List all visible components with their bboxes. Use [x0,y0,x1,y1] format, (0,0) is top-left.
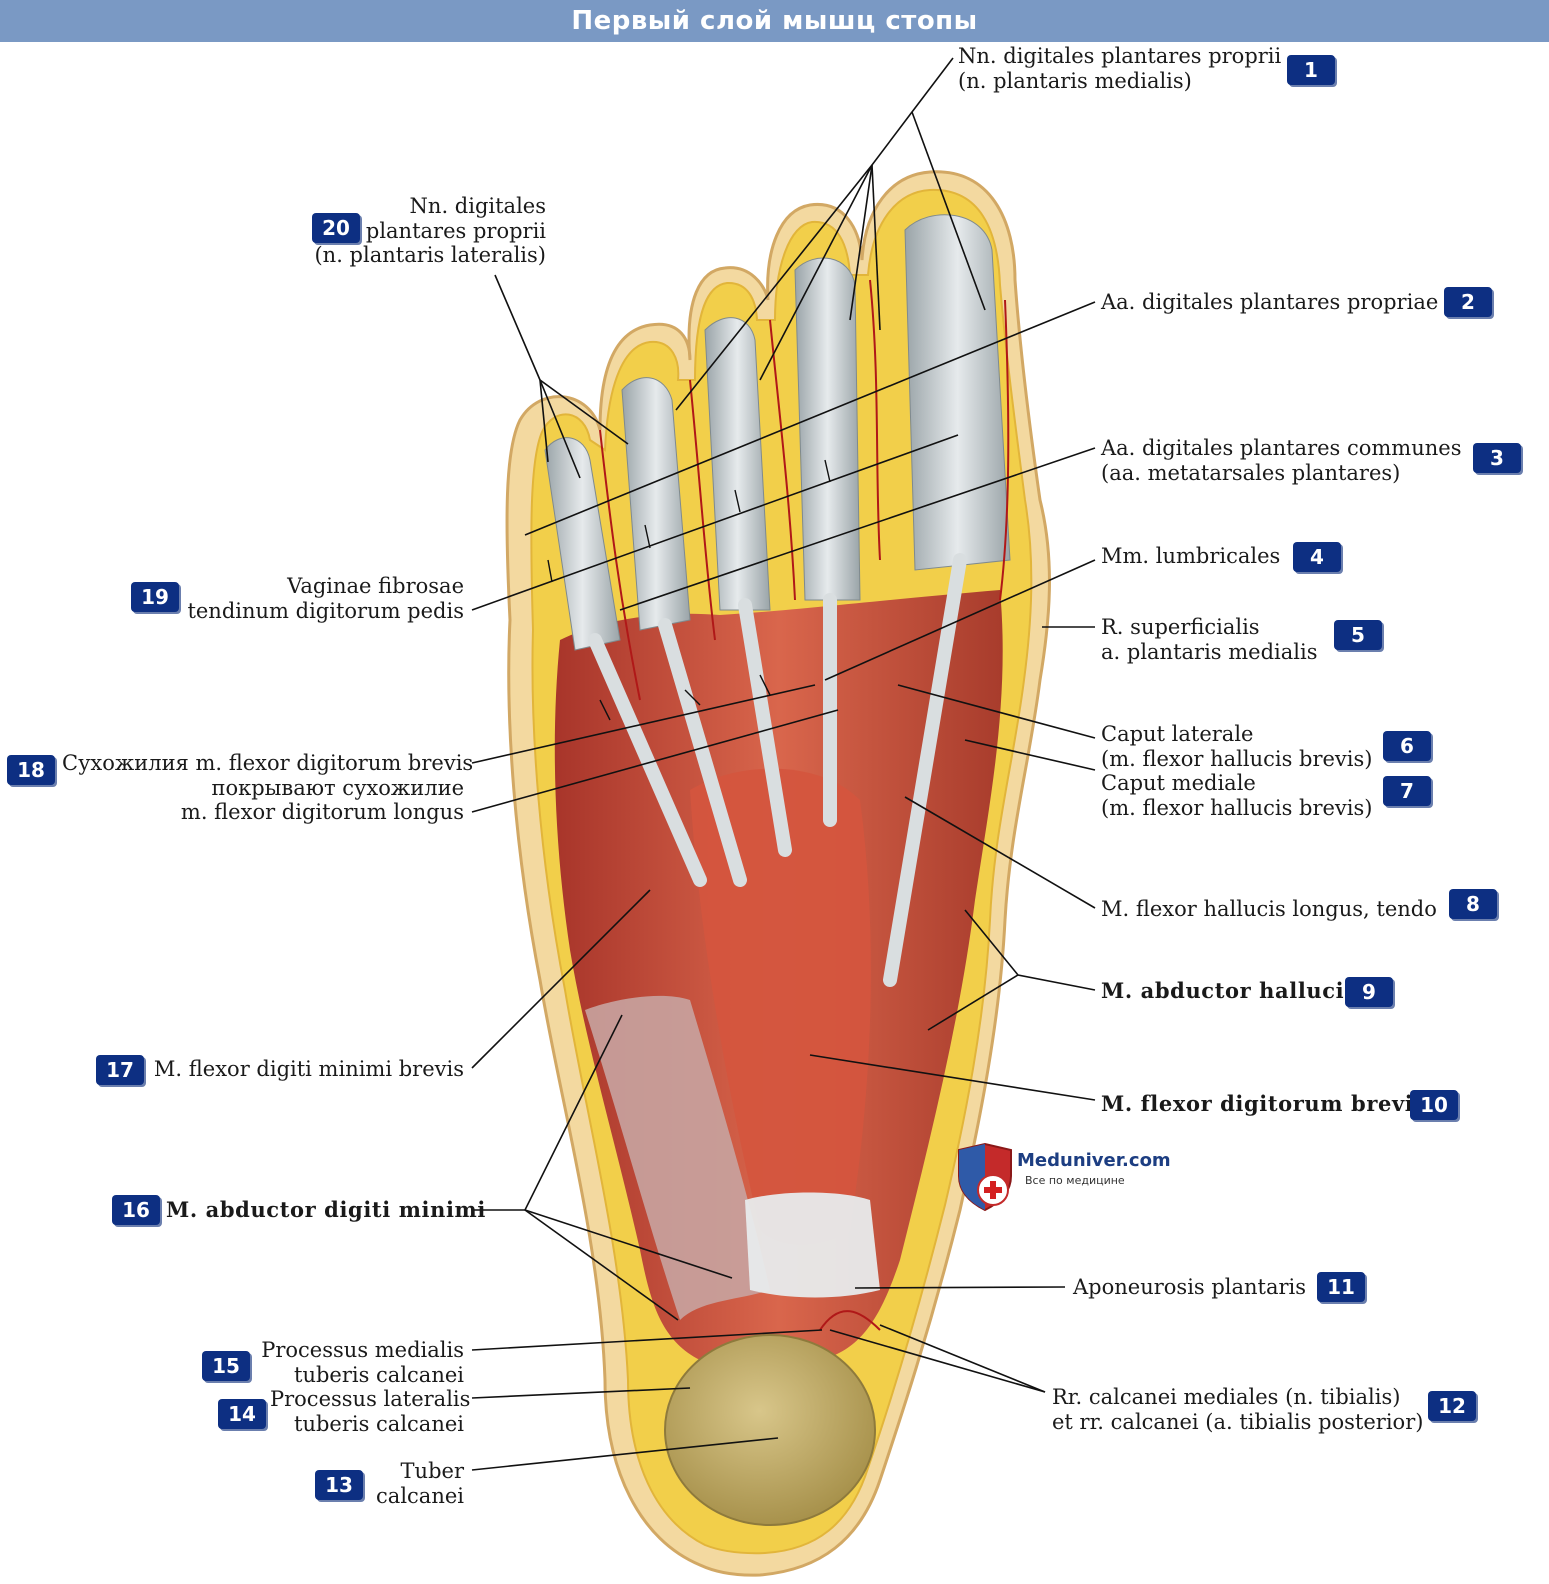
watermark-name: Meduniver.com [1017,1150,1171,1171]
label-13-line-1: Tuber [400,1459,464,1483]
label-3-line-2: (aa. metatarsales plantares) [1101,460,1401,485]
label-10-line-1: M. flexor digitorum brevis [1101,1091,1426,1116]
long-tendons [588,553,967,987]
badge-11: 11 [1317,1272,1365,1302]
badge-19: 19 [131,582,179,612]
label-9-line-1: M. abductor hallucis [1101,978,1357,1003]
label-20-line-3: (n. plantaris lateralis) [314,243,546,267]
label-19-line-1: Vaginae fibrosae [287,574,464,598]
label-15: Processus medialis tuberis calcanei [256,1338,464,1387]
badge-5: 5 [1334,620,1382,650]
label-19: Vaginae fibrosae tendinum digitorum pedi… [180,574,464,623]
label-6-line-1: Caput laterale [1101,722,1254,746]
label-15-line-1: Processus medialis [261,1338,464,1362]
label-8-line-1: M. flexor hallucis longus, tendo [1101,897,1437,921]
label-1-line-2: (n. plantaris medialis) [958,68,1192,93]
label-1-line-1: Nn. digitales plantares proprii [958,44,1282,68]
badge-16: 16 [112,1195,160,1225]
label-14: Processus lateralis tuberis calcanei [270,1387,471,1436]
badge-9: 9 [1345,977,1393,1007]
label-3-line-1: Aa. digitales plantares communes [1101,436,1462,460]
page-title: Первый слой мышц стопы [571,6,978,36]
label-6-line-2: (m. flexor hallucis brevis) [1101,746,1373,771]
label-13: Tuber calcanei [368,1459,464,1508]
label-16: M. abductor digiti minimi [166,1197,486,1223]
leader-lines [471,57,1096,1471]
badge-18: 18 [7,755,55,785]
label-4-line-1: Mm. lumbricales [1101,544,1281,568]
label-18: Сухожилия m. flexor digitorum brevis пок… [62,751,474,825]
label-6: Caput laterale (m. flexor hallucis brevi… [1101,722,1372,771]
label-5-line-2: a. plantaris medialis [1101,639,1318,664]
label-8: M. flexor hallucis longus, tendo [1101,897,1437,922]
badge-6: 6 [1383,731,1431,761]
badge-3: 3 [1473,443,1521,473]
sheath-ticks [547,459,831,721]
abductor-digiti-minimi-shape [585,995,770,1320]
badge-12: 12 [1428,1391,1476,1421]
label-3: Aa. digitales plantares communes (aa. me… [1101,436,1461,485]
calcaneal-tuber-shape [664,1334,876,1526]
shield-icon [958,1142,1012,1212]
label-4: Mm. lumbricales [1101,544,1280,569]
badge-13: 13 [315,1470,363,1500]
label-11-line-1: Aponeurosis plantaris [1073,1275,1307,1299]
label-7: Caput mediale (m. flexor hallucis brevis… [1101,771,1372,820]
label-18-line-1: Сухожилия m. flexor digitorum brevis [62,751,474,775]
label-2-line-1: Aa. digitales plantares propriae [1101,290,1439,314]
label-9: M. abductor hallucis [1101,978,1357,1004]
badge-2: 2 [1444,287,1492,317]
aponeurosis-shape [745,1192,880,1298]
label-12: Rr. calcanei mediales (n. tibialis) et r… [1052,1385,1423,1434]
meduniver-logo: Meduniver.com Все по медицине [955,1142,1175,1212]
label-12-line-2: et rr. calcanei (a. tibialis posterior) [1052,1409,1424,1434]
label-20-line-2: plantares proprii [365,218,546,243]
badge-8: 8 [1449,889,1497,919]
badge-15: 15 [202,1351,250,1381]
label-7-line-2: (m. flexor hallucis brevis) [1101,795,1373,820]
badge-10: 10 [1410,1090,1458,1120]
badge-17: 17 [96,1055,144,1085]
label-17: M. flexor digiti minimi brevis [150,1057,464,1082]
badge-7: 7 [1383,776,1431,806]
label-10: M. flexor digitorum brevis [1101,1091,1426,1117]
watermark-tagline: Все по медицине [1025,1174,1125,1187]
label-16-line-1: M. abductor digiti minimi [166,1197,486,1222]
label-1: Nn. digitales plantares proprii (n. plan… [958,44,1281,93]
blood-vessels [599,279,1010,1331]
badge-20: 20 [312,213,360,243]
title-bar: Первый слой мышц стопы [0,0,1549,42]
badge-1: 1 [1287,55,1335,85]
label-11: Aponeurosis plantaris [1073,1275,1306,1300]
label-17-line-1: M. flexor digiti minimi brevis [153,1057,464,1081]
label-18-line-2: покрывают сухожилие [211,775,464,800]
badge-14: 14 [218,1399,266,1429]
label-20-line-1: Nn. digitales [409,194,546,218]
flexor-digitorum-brevis-shape [690,768,871,1245]
label-2: Aa. digitales plantares propriae [1101,290,1438,315]
label-13-line-2: calcanei [376,1483,464,1508]
badge-4: 4 [1293,542,1341,572]
label-20: Nn. digitales plantares proprii (n. plan… [300,194,546,268]
label-5-line-1: R. superficialis [1101,615,1260,639]
toe-tendon-sheaths [544,214,1011,651]
label-18-line-3: m. flexor digitorum longus [180,800,464,824]
label-19-line-2: tendinum digitorum pedis [187,598,464,623]
label-5: R. superficialis a. plantaris medialis [1101,615,1317,664]
label-15-line-2: tuberis calcanei [294,1362,464,1387]
label-14-line-1: Processus lateralis [270,1387,471,1411]
label-12-line-1: Rr. calcanei mediales (n. tibialis) [1052,1385,1401,1409]
label-14-line-2: tuberis calcanei [294,1411,464,1436]
label-7-line-1: Caput mediale [1101,771,1256,795]
